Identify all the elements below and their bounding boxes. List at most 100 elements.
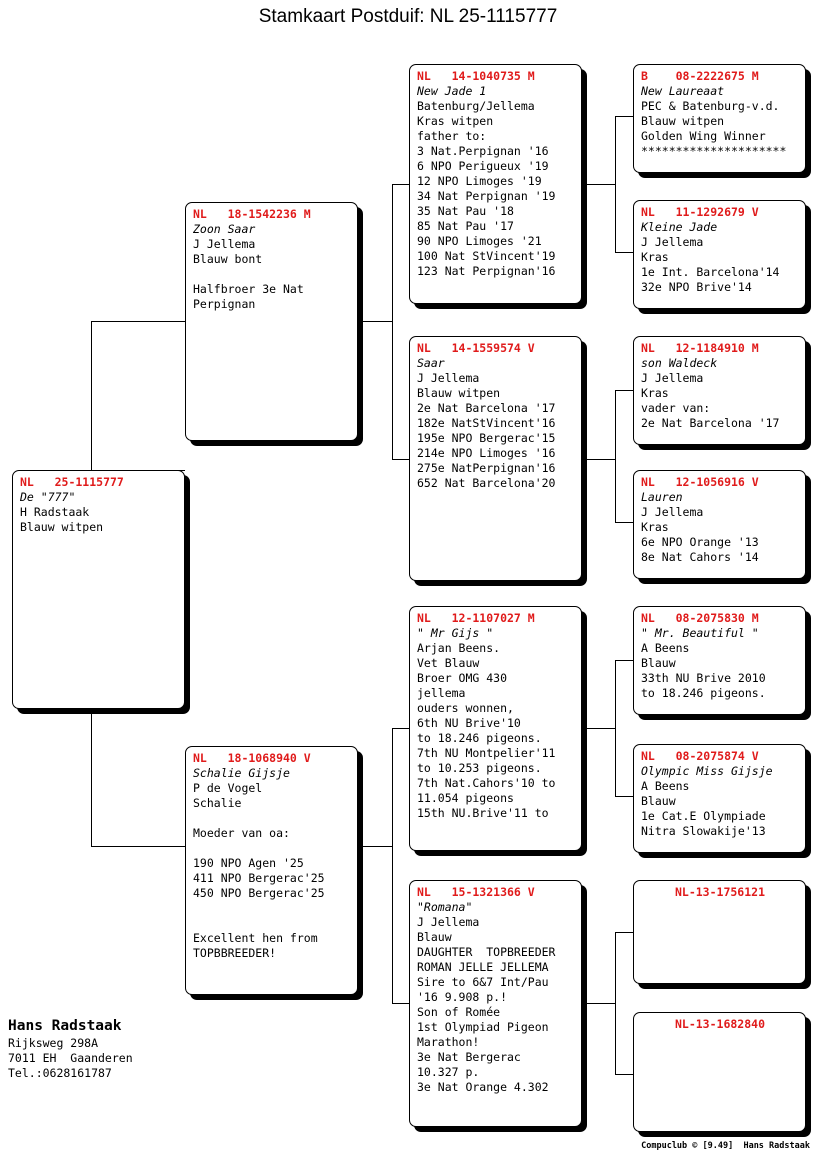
- pigeon-name: Saar: [417, 356, 445, 370]
- detail-line: Blauw: [417, 930, 452, 944]
- pedigree-box-gen4-7[interactable]: NL-13-1756121: [633, 880, 806, 984]
- detail-line: 182e NatStVincent'16: [417, 416, 556, 430]
- pedigree-box-gen3-2[interactable]: NL 14-1559574 V Saar J Jellema Blauw wit…: [409, 336, 582, 581]
- connector-gen4-8-stub: [615, 1074, 633, 1075]
- detail-line: 275e NatPerpignan'16: [417, 461, 556, 475]
- pedigree-box-gen4-8[interactable]: NL-13-1682840: [633, 1012, 806, 1132]
- ring-number: NL 12-1184910 M: [641, 341, 759, 355]
- detail-line: 450 NPO Bergerac'25: [193, 886, 325, 900]
- detail-line: Marathon!: [417, 1035, 480, 1049]
- owner-address-line: Rijksweg 298A: [8, 1036, 99, 1050]
- ring-number: NL 11-1292679 V: [641, 205, 759, 219]
- pedigree-box-father[interactable]: NL 18-1542236 M Zoon Saar J Jellema Blau…: [185, 202, 358, 441]
- detail-line: J Jellema: [641, 371, 704, 385]
- detail-line: to 18.246 pigeons.: [417, 731, 542, 745]
- ring-number: B 08-2222675 M: [641, 69, 759, 83]
- detail-line: 33th NU Brive 2010: [641, 671, 766, 685]
- detail-line: Blauw: [641, 656, 676, 670]
- detail-line: [193, 267, 351, 282]
- detail-line: 90 NPO Limoges '21: [417, 234, 542, 248]
- detail-line: to 18.246 pigeons.: [641, 686, 766, 700]
- ring-number: NL 18-1542236 M: [193, 207, 311, 221]
- detail-line: J Jellema: [641, 235, 704, 249]
- detail-line: *********************: [641, 144, 787, 158]
- detail-line: ROMAN JELLE JELLEMA: [417, 960, 549, 974]
- connector-father-stub: [363, 321, 393, 322]
- pedigree-box-gen4-6[interactable]: NL 08-2075874 V Olympic Miss Gijsje A Be…: [633, 744, 806, 853]
- connector-gen4-3-stub: [615, 390, 633, 391]
- detail-line: Perpignan: [193, 297, 256, 311]
- detail-line: 195e NPO Bergerac'15: [417, 431, 556, 445]
- pedigree-box-gen4-2[interactable]: NL 11-1292679 V Kleine Jade J Jellema Kr…: [633, 200, 806, 309]
- connector-gen3-saar-stub: [392, 459, 409, 460]
- detail-line: A Beens: [641, 641, 690, 655]
- pedigree-box-gen4-5[interactable]: NL 08-2075830 M " Mr. Beautiful " A Been…: [633, 606, 806, 715]
- detail-line: 6 NPO Perigueux '19: [417, 159, 549, 173]
- detail-line: 12 NPO Limoges '19: [417, 174, 542, 188]
- pedigree-box-gen4-3[interactable]: NL 12-1184910 M son Waldeck J Jellema Kr…: [633, 336, 806, 445]
- owner-name: Hans Radstaak: [8, 1018, 122, 1034]
- pigeon-name: Zoon Saar: [193, 222, 256, 236]
- ring-number: NL-13-1756121: [674, 885, 765, 899]
- detail-line: 190 NPO Agen '25: [193, 856, 304, 870]
- pigeon-name: " Mr Gijs ": [417, 626, 494, 640]
- detail-line: 3e Nat Orange 4.302: [417, 1080, 549, 1094]
- ring-number: NL-13-1682840: [674, 1017, 765, 1031]
- detail-line: [193, 841, 351, 856]
- detail-line: Arjan Beens.: [417, 641, 501, 655]
- detail-line: to 10.253 pigeons.: [417, 761, 542, 775]
- pigeon-name: " Mr. Beautiful ": [641, 626, 759, 640]
- pedigree-box-gen3-1[interactable]: NL 14-1040735 M New Jade 1 Batenburg/Jel…: [409, 64, 582, 304]
- ring-number: NL 18-1068940 V: [193, 751, 311, 765]
- pigeon-name: Kleine Jade: [641, 220, 718, 234]
- pedigree-box-gen3-3[interactable]: NL 12-1107027 M " Mr Gijs " Arjan Beens.…: [409, 606, 582, 851]
- connector-gen4-5-stub: [615, 660, 633, 661]
- detail-line: 1e Cat.E Olympiade: [641, 809, 766, 823]
- detail-line: 34 Nat Perpignan '19: [417, 189, 556, 203]
- detail-line: 8e Nat Cahors '14: [641, 550, 759, 564]
- detail-line: A Beens: [641, 779, 690, 793]
- pedigree-box-gen4-4[interactable]: NL 12-1056916 V Lauren J Jellema Kras 6e…: [633, 470, 806, 579]
- connector-gen4-1-stub: [615, 116, 633, 117]
- connector-mother-stub: [363, 846, 393, 847]
- detail-line: 35 Nat Pau '18: [417, 204, 514, 218]
- detail-line: 15th NU.Brive'11 to: [417, 806, 549, 820]
- detail-line: Sire to 6&7 Int/Pau: [417, 975, 549, 989]
- detail-line: Batenburg/Jellema: [417, 99, 535, 113]
- detail-line: 3 Nat.Perpignan '16: [417, 144, 549, 158]
- connector-gen3-romana-stub: [392, 1003, 409, 1004]
- pedigree-box-subject[interactable]: NL 25-1115777 De "777" H Radstaak Blauw …: [12, 470, 185, 709]
- detail-line: [193, 916, 351, 931]
- owner-phone: Tel.:0628161787: [8, 1066, 112, 1080]
- connector-gen3-newjade-stub: [392, 184, 409, 185]
- detail-line: Blauw: [641, 794, 676, 808]
- pedigree-box-mother[interactable]: NL 18-1068940 V Schalie Gijsje P de Voge…: [185, 746, 358, 995]
- detail-line: Blauw witpen: [20, 520, 104, 534]
- detail-line: J Jellema: [641, 505, 704, 519]
- pedigree-box-gen4-1[interactable]: B 08-2222675 M New Laureaat PEC & Batenb…: [633, 64, 806, 173]
- ring-number: NL 08-2075874 V: [641, 749, 759, 763]
- detail-line: [193, 901, 351, 916]
- pigeon-name: Olympic Miss Gijsje: [641, 764, 773, 778]
- detail-line: 6th NU Brive'10: [417, 716, 521, 730]
- connector-saar-stub: [587, 459, 616, 460]
- detail-line: Schalie: [193, 796, 242, 810]
- connector-saar-spine: [615, 390, 616, 522]
- detail-line: Son of Romée: [417, 1005, 501, 1019]
- detail-line: 11.054 pigeons: [417, 791, 514, 805]
- ring-number: NL 14-1040735 M: [417, 69, 535, 83]
- detail-line: Vet Blauw: [417, 656, 480, 670]
- detail-line: ouders wonnen,: [417, 701, 514, 715]
- detail-line: 411 NPO Bergerac'25: [193, 871, 325, 885]
- detail-line: 32e NPO Brive'14: [641, 280, 752, 294]
- connector-gen2-mother-stub: [91, 846, 185, 847]
- connector-gen4-4-stub: [615, 522, 633, 523]
- pedigree-box-gen3-4[interactable]: NL 15-1321366 V "Romana" J Jellema Blauw…: [409, 880, 582, 1127]
- detail-line: 2e Nat Barcelona '17: [641, 416, 780, 430]
- connector-gen2-father-stub: [91, 321, 185, 322]
- detail-line: Nitra Slowakije'13: [641, 824, 766, 838]
- ring-number: NL 08-2075830 M: [641, 611, 759, 625]
- pigeon-name: "Romana": [417, 900, 473, 914]
- owner-block: Hans Radstaak Rijksweg 298A 7011 EH Gaan…: [8, 1016, 133, 1081]
- detail-line: 7th Nat.Cahors'10 to: [417, 776, 556, 790]
